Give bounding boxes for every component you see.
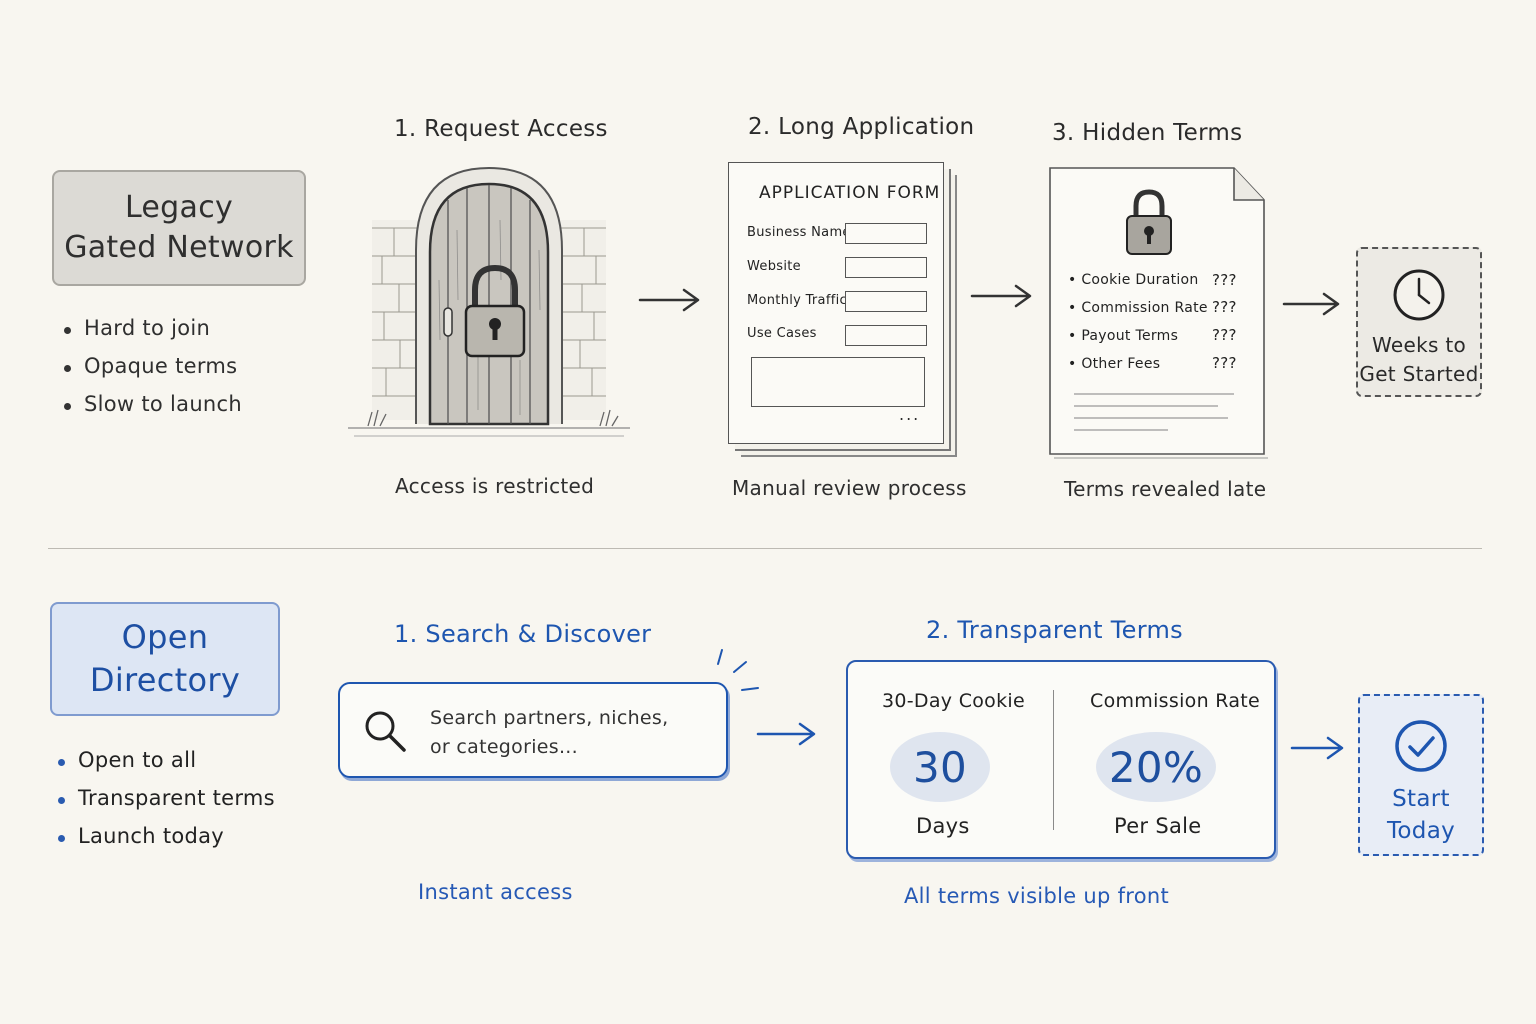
form-field-label: Website — [747, 259, 801, 274]
legacy-step1-title: 1. Request Access — [394, 116, 608, 142]
form-title: APPLICATION FORM — [759, 183, 941, 203]
padlock-icon — [1124, 188, 1174, 260]
locked-door-icon — [344, 160, 634, 449]
terms-row: • Payout Terms — [1068, 328, 1179, 344]
terms-document: • Cookie Duration ??? • Commission Rate … — [1048, 166, 1268, 459]
open-directory-label: Open Directory — [50, 602, 280, 716]
terms-row: • Cookie Duration — [1068, 272, 1199, 288]
legacy-step3-caption: Terms revealed late — [1064, 477, 1267, 501]
arrow-right-icon — [638, 288, 702, 312]
open-step1-title: 1. Search & Discover — [394, 620, 652, 648]
application-form-document: APPLICATION FORM Business Name Website M… — [728, 162, 944, 444]
sparkle-icon — [712, 644, 764, 698]
legacy-step2-caption: Manual review process — [732, 476, 967, 500]
cookie-unit: Days — [916, 814, 970, 838]
search-placeholder-line2: or categories... — [430, 736, 578, 759]
form-field-label: Use Cases — [747, 326, 817, 341]
terms-label: Commission Rate — [1081, 300, 1208, 316]
open-step1-caption: Instant access — [418, 880, 573, 904]
open-label-line1: Open — [121, 617, 209, 656]
search-placeholder-line1: Search partners, niches, — [430, 707, 669, 729]
arrow-right-icon — [756, 722, 818, 746]
form-more-dots: ... — [899, 405, 921, 424]
search-icon — [362, 708, 410, 760]
terms-unknown-value: ??? — [1212, 271, 1237, 289]
list-item: Open to all — [56, 748, 275, 772]
terms-row: • Other Fees — [1068, 356, 1161, 372]
open-step2-caption: All terms visible up front — [904, 884, 1170, 908]
search-placeholder: Search partners, niches, or categories..… — [430, 704, 668, 763]
section-divider — [48, 548, 1482, 549]
transparent-terms-card: 30-Day Cookie 30 Days Commission Rate 20… — [846, 660, 1276, 859]
legacy-step3-title: 3. Hidden Terms — [1052, 120, 1243, 146]
commission-title: Commission Rate — [1090, 690, 1261, 712]
list-item: Transparent terms — [56, 786, 275, 810]
terms-label: Payout Terms — [1081, 328, 1179, 344]
cookie-title: 30-Day Cookie — [882, 690, 1025, 712]
search-bar[interactable]: Search partners, niches, or categories..… — [338, 682, 728, 778]
arrow-right-icon — [1282, 292, 1342, 316]
form-input-box — [845, 325, 927, 346]
clock-icon — [1358, 267, 1480, 331]
cookie-value-badge: 30 — [890, 732, 990, 802]
arrow-right-icon — [970, 284, 1034, 308]
commission-unit: Per Sale — [1114, 814, 1202, 838]
list-item: Hard to join — [62, 316, 242, 340]
open-bullet-list: Open to all Transparent terms Launch tod… — [56, 748, 275, 862]
legacy-step1-caption: Access is restricted — [395, 474, 595, 498]
check-circle-icon — [1360, 718, 1482, 783]
terms-label: Other Fees — [1081, 356, 1161, 372]
terms-row: • Commission Rate — [1068, 300, 1208, 316]
commission-value-badge: 20% — [1096, 732, 1216, 802]
terms-unknown-value: ??? — [1212, 354, 1237, 372]
form-field-label: Business Name — [747, 225, 851, 240]
result-line2: Today — [1386, 818, 1456, 845]
terms-label: Cookie Duration — [1081, 272, 1199, 288]
terms-unknown-value: ??? — [1212, 298, 1237, 316]
legacy-label-line2: Gated Network — [64, 230, 294, 265]
list-item: Slow to launch — [62, 392, 242, 416]
form-field-label: Monthly Traffic — [747, 293, 847, 308]
form-textarea-box — [751, 357, 925, 407]
weeks-to-start-result: Weeks to Get Started — [1356, 247, 1482, 397]
card-divider — [1053, 690, 1054, 830]
terms-unknown-value: ??? — [1212, 326, 1237, 344]
form-input-box — [845, 257, 927, 278]
list-item: Opaque terms — [62, 354, 242, 378]
result-line2: Get Started — [1359, 362, 1479, 386]
legacy-label-line1: Legacy — [124, 189, 234, 225]
open-label-line2: Directory — [89, 661, 241, 699]
legacy-network-label: Legacy Gated Network — [52, 170, 306, 286]
start-today-result: Start Today — [1358, 694, 1484, 856]
list-item: Launch today — [56, 824, 275, 848]
form-input-box — [845, 223, 927, 244]
legacy-step2-title: 2. Long Application — [748, 114, 975, 140]
arrow-right-icon — [1290, 736, 1346, 760]
legacy-bullet-list: Hard to join Opaque terms Slow to launch — [62, 316, 242, 430]
result-line1: Start — [1392, 786, 1450, 813]
open-step2-title: 2. Transparent Terms — [926, 616, 1183, 644]
form-input-box — [845, 291, 927, 312]
result-line1: Weeks to — [1371, 333, 1467, 357]
